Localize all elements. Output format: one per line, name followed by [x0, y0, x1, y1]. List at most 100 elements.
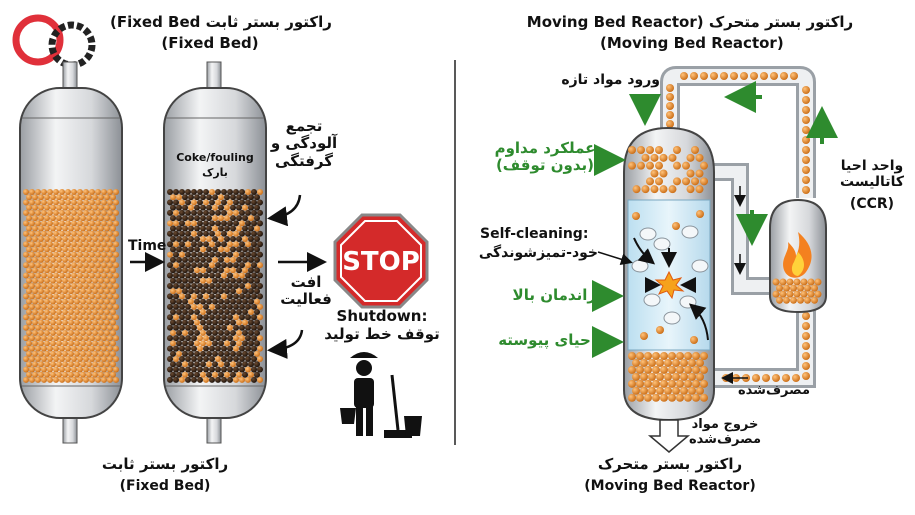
catalyst-bead [672, 222, 680, 230]
catalyst-bead [215, 282, 221, 289]
catalyst-bead [98, 371, 104, 378]
catalyst-bead [227, 345, 233, 352]
catalyst-bead [197, 314, 203, 321]
catalyst-bead [212, 194, 218, 201]
catalyst-bead [167, 230, 173, 237]
catalyst-bead [206, 288, 212, 295]
catalyst-bead [191, 293, 197, 300]
catalyst-bead [197, 324, 203, 331]
catalyst-bead [98, 246, 104, 253]
catalyst-bead [80, 288, 86, 295]
catalyst-bead [29, 345, 35, 352]
catalyst-bead [239, 293, 245, 300]
catalyst-bead [92, 194, 98, 201]
catalyst-bead [32, 350, 38, 357]
catalyst-bead [89, 356, 95, 363]
catalyst-bead [182, 309, 188, 316]
catalyst-bead [113, 199, 119, 206]
pipe-bead [700, 72, 708, 80]
catalyst-bead [170, 350, 176, 357]
catalyst-bead [32, 329, 38, 336]
catalyst-bead [38, 225, 44, 232]
catalyst-bead [98, 329, 104, 336]
catalyst-bead [32, 267, 38, 274]
moving-bed-bottom-fa: راکتور بستر متحرک [597, 455, 743, 473]
catalyst-bead [38, 329, 44, 336]
catalyst-bead [74, 225, 80, 232]
catalyst-bead [170, 256, 176, 263]
clean-catalyst-disk [653, 237, 671, 251]
catalyst-bead [113, 209, 119, 216]
catalyst-bead [92, 340, 98, 347]
catalyst-bead [212, 298, 218, 305]
ccr-regenerator [769, 198, 827, 314]
catalyst-bead [212, 215, 218, 222]
catalyst-bead [71, 335, 77, 342]
catalyst-bead [92, 329, 98, 336]
catalyst-bead [83, 230, 89, 237]
catalyst-bead [167, 324, 173, 331]
catalyst-bead [209, 324, 215, 331]
catalyst-bead [179, 199, 185, 206]
clean-catalyst-disk [631, 259, 649, 273]
catalyst-bead [167, 209, 173, 216]
catalyst-bead [668, 365, 676, 374]
catalyst-bead [41, 272, 47, 279]
catalyst-bead [65, 230, 71, 237]
catalyst-bead [95, 282, 101, 289]
catalyst-bead [47, 345, 53, 352]
catalyst-bead [170, 329, 176, 336]
catalyst-bead [83, 366, 89, 373]
catalyst-bead [248, 194, 254, 201]
catalyst-bead [35, 220, 41, 227]
catalyst-bead [257, 199, 263, 206]
catalyst-bead [62, 246, 68, 253]
catalyst-bead [47, 241, 53, 248]
catalyst-bead [644, 379, 652, 388]
catalyst-bead [251, 230, 257, 237]
catalyst-bead [41, 220, 47, 227]
catalyst-bead [95, 251, 101, 258]
catalyst-bead [68, 194, 74, 201]
catalyst-bead [41, 209, 47, 216]
catalyst-bead [74, 298, 80, 305]
catalyst-bead [71, 220, 77, 227]
catalyst-bead [176, 329, 182, 336]
catalyst-bead [80, 319, 86, 326]
catalyst-bead [218, 246, 224, 253]
catalyst-bead [206, 329, 212, 336]
catalyst-bead [65, 366, 71, 373]
catalyst-bead [257, 356, 263, 363]
shutdown-fa: توقف خط تولید [324, 325, 440, 343]
catalyst-bead [182, 298, 188, 305]
catalyst-bead [194, 340, 200, 347]
catalyst-bead [101, 376, 107, 383]
catalyst-bead [668, 379, 676, 388]
catalyst-bead [245, 376, 251, 383]
catalyst-bead [236, 277, 242, 284]
catalyst-bead [233, 293, 239, 300]
catalyst-bead [221, 189, 227, 195]
catalyst-bead [89, 345, 95, 352]
catalyst-bead [68, 288, 74, 295]
catalyst-bead [101, 303, 107, 310]
catalyst-bead [107, 335, 113, 342]
catalyst-bead [92, 277, 98, 284]
catalyst-bead [41, 241, 47, 248]
catalyst-bead [23, 209, 29, 216]
catalyst-bead [35, 189, 41, 195]
catalyst-bead [209, 209, 215, 216]
catalyst-bead [77, 366, 83, 373]
time-label: Time [128, 238, 167, 254]
catalyst-bead [113, 293, 119, 300]
catalyst-bead [80, 371, 86, 378]
catalyst-bead [797, 284, 804, 292]
catalyst-bead [101, 282, 107, 289]
catalyst-bead [203, 314, 209, 321]
flow-arrows-black [597, 186, 748, 384]
catalyst-bead [239, 272, 245, 279]
catalyst-bead [811, 296, 818, 304]
catalyst-bead [257, 314, 263, 321]
catalyst-bead [233, 199, 239, 206]
moving-bed-title-line1: Moving Bed Reactor) راکتور بستر متحرک [526, 13, 854, 31]
